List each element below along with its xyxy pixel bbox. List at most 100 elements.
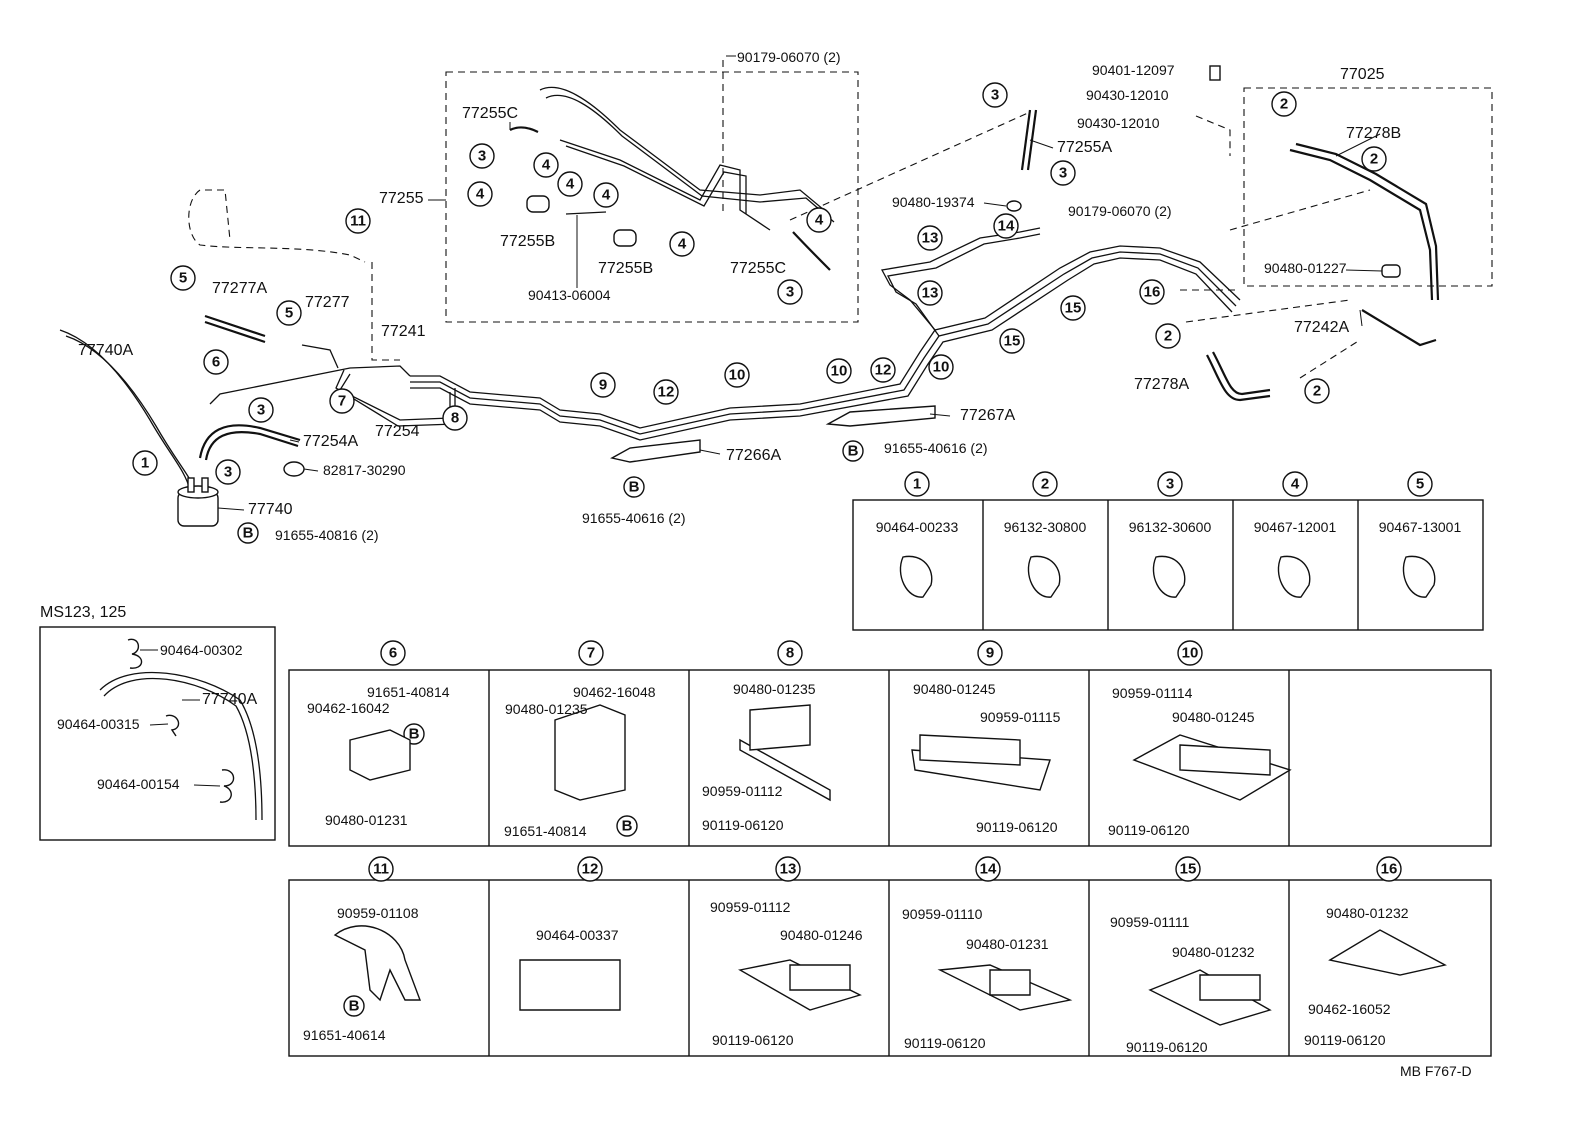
inset-label-90464-00154: 90464-00154 [97, 776, 180, 792]
callout-c-4f: 4 [669, 231, 695, 257]
label-77255B-a: 77255B [500, 233, 555, 250]
callout-c-2c-number: 2 [1370, 151, 1378, 168]
detail-15-label: 90480-01232 [1172, 944, 1255, 960]
clip-icon [1152, 555, 1186, 598]
callout-c-3c: 3 [982, 82, 1008, 108]
callout-c-10a-number: 10 [729, 367, 746, 384]
label-77025: 77025 [1340, 66, 1385, 83]
clip-icon [899, 555, 933, 598]
detail-16-label: 90480-01232 [1326, 905, 1409, 921]
clip-table-part-4: 90467-12001 [1254, 519, 1337, 535]
detail-num-9: 9 [977, 640, 1003, 666]
label-90430b: 90430-12010 [1077, 115, 1160, 131]
label-77255C-a: 77255C [462, 105, 518, 122]
label-90430a: 90430-12010 [1086, 87, 1169, 103]
detail-7-label: 91651-40814 [504, 823, 587, 839]
detail-num-16-number: 16 [1381, 861, 1398, 878]
callout-c-10b-number: 10 [831, 363, 848, 380]
callout-c-10c-number: 10 [933, 359, 950, 376]
callout-c-4a: 4 [533, 152, 559, 178]
callout-c-14-number: 14 [998, 218, 1015, 235]
detail-15-label: 90959-01111 [1110, 914, 1190, 930]
callout-c-11: 11 [345, 208, 371, 234]
detail-num-10: 10 [1177, 640, 1203, 666]
bolt-b-marker: B [616, 815, 638, 837]
detail-11-label: 90959-01108 [337, 905, 419, 921]
callout-c-2a: 2 [1155, 323, 1181, 349]
detail-num-12: 12 [577, 856, 603, 882]
clip-table-num-3: 3 [1157, 471, 1183, 497]
clip-table-num-4-number: 4 [1291, 476, 1300, 493]
detail-13-label: 90480-01246 [780, 927, 863, 943]
callout-c-15b-number: 15 [1004, 333, 1021, 350]
clip-table-num-2: 2 [1032, 471, 1058, 497]
detail-num-11-number: 11 [373, 861, 389, 878]
callout-c-3e-number: 3 [478, 148, 486, 165]
inset-ms123-125: MS123, 125 90464-00302 77740A 90464-0031… [39, 604, 276, 841]
clip-icon [1027, 555, 1061, 598]
detail-10-label: 90119-06120 [1108, 822, 1190, 838]
label-77278A: 77278A [1134, 376, 1189, 393]
clip-table-part-1: 90464-00233 [876, 519, 959, 535]
callout-c-2b: 2 [1271, 91, 1297, 117]
callout-c-2c: 2 [1361, 146, 1387, 172]
detail-15-label: 90119-06120 [1126, 1039, 1208, 1055]
callout-c-4c-number: 4 [566, 176, 575, 193]
b-marker-text: B [243, 525, 254, 542]
detail-9-label: 90480-01245 [913, 681, 996, 697]
callout-c-4d-number: 4 [602, 187, 611, 204]
detail-7-label: 90462-16048 [573, 684, 656, 700]
callout-c-10a: 10 [724, 362, 750, 388]
callout-c-7: 7 [329, 388, 355, 414]
callout-c-6: 6 [203, 349, 229, 375]
inset-label-77740A: 77740A [202, 691, 257, 708]
clip-icon [1402, 555, 1436, 598]
callout-c-12b-number: 12 [875, 362, 892, 379]
b-marker-text: B [622, 818, 633, 835]
detail-6-label: 90480-01231 [325, 812, 408, 828]
detail-9-label: 90959-01115 [980, 709, 1061, 725]
label-90401: 90401-12097 [1092, 62, 1175, 78]
label-77254: 77254 [375, 423, 420, 440]
callout-c-4f-number: 4 [678, 236, 687, 253]
callout-c-15a-number: 15 [1065, 300, 1082, 317]
detail-6-label: 91651-40814 [367, 684, 450, 700]
label-77267A: 77267A [960, 407, 1015, 424]
callout-c-12b: 12 [870, 357, 896, 383]
detail-num-6-number: 6 [389, 645, 397, 662]
callout-c-2a-number: 2 [1164, 328, 1172, 345]
callout-c-12a-number: 12 [658, 384, 675, 401]
detail-8-label: 90959-01112 [702, 783, 783, 799]
detail-7-label: 90480-01235 [505, 701, 588, 717]
detail-num-8-number: 8 [786, 645, 794, 662]
detail-8-label: 90480-01235 [733, 681, 816, 697]
label-77740A: 77740A [78, 342, 133, 359]
inset-label-90464-00315: 90464-00315 [57, 716, 140, 732]
callout-c-14: 14 [993, 213, 1019, 239]
detail-num-14-number: 14 [980, 861, 997, 878]
detail-14-label: 90480-01231 [966, 936, 1049, 952]
callout-c-5b: 5 [276, 300, 302, 326]
callout-c-5a: 5 [170, 265, 196, 291]
callout-c-3f: 3 [777, 279, 803, 305]
b-marker-text: B [629, 479, 640, 496]
callout-c-13b-number: 13 [922, 285, 939, 302]
callout-c-3f-number: 3 [786, 284, 794, 301]
callout-c-8-number: 8 [451, 410, 459, 427]
detail-num-13-number: 13 [780, 861, 797, 878]
callout-c-4a-number: 4 [542, 157, 551, 174]
detail-num-7: 7 [578, 640, 604, 666]
detail-num-13: 13 [775, 856, 801, 882]
callout-c-10c: 10 [928, 354, 954, 380]
label-77277: 77277 [305, 294, 350, 311]
label-77255: 77255 [379, 190, 424, 207]
detail-num-12-number: 12 [582, 861, 599, 878]
callout-c-1-number: 1 [141, 455, 149, 472]
pipe-protector-77266A [610, 439, 701, 463]
detail-16-label: 90462-16052 [1308, 1001, 1391, 1017]
detail-13-label: 90119-06120 [712, 1032, 794, 1048]
detail-num-6: 6 [380, 640, 406, 666]
callout-c-3e: 3 [469, 143, 495, 169]
bolt-b-marker: B [623, 476, 645, 498]
